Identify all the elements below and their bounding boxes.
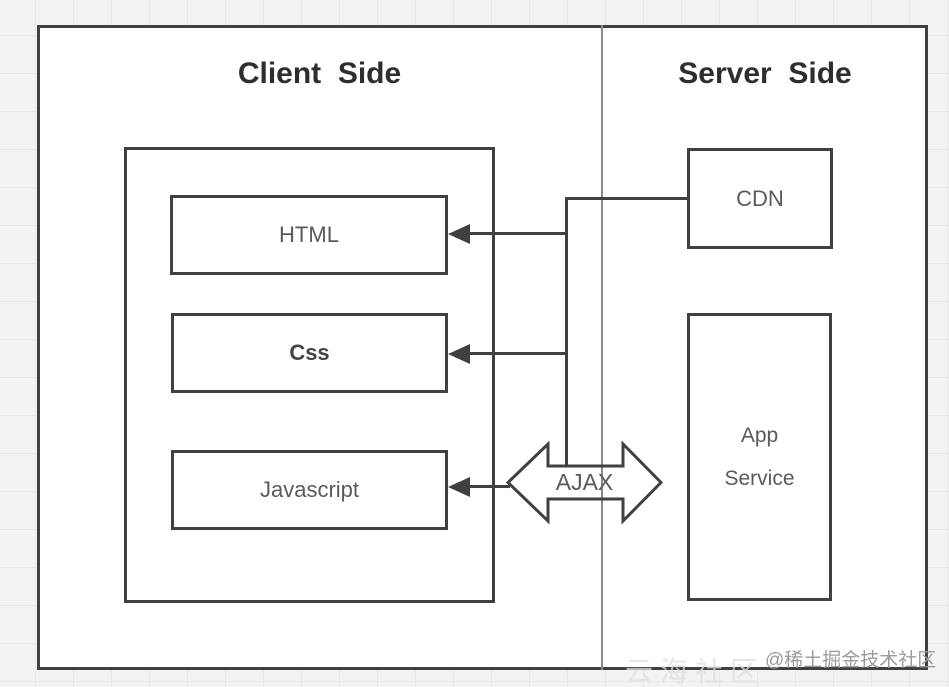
ajax-double-arrow-icon bbox=[505, 440, 664, 525]
ghost-watermark: 云海社区 bbox=[625, 656, 766, 687]
arrowhead-left-icon bbox=[448, 477, 470, 497]
juejin-watermark: @稀土掘金技术社区 bbox=[765, 650, 937, 671]
arrowhead-left-icon bbox=[448, 344, 470, 364]
arrowhead-left-icon bbox=[448, 224, 470, 244]
arrow-line-to-css bbox=[468, 352, 568, 355]
ajax-label: AJAX bbox=[504, 440, 665, 525]
html-box: HTML bbox=[170, 195, 448, 275]
css-box: Css bbox=[171, 313, 448, 393]
cdn-connector-horizontal-line bbox=[566, 197, 687, 200]
html-box-label: HTML bbox=[279, 222, 339, 247]
ajax-label-text: AJAX bbox=[555, 469, 614, 495]
app-service-label-line1: App bbox=[740, 424, 779, 447]
client-side-title: Client Side bbox=[237, 57, 402, 90]
arrow-line-to-html bbox=[468, 232, 568, 235]
cdn-box-label: CDN bbox=[736, 185, 784, 211]
cdn-connector-vertical-trunk-line bbox=[565, 197, 568, 466]
app-service-box: App Service bbox=[687, 313, 832, 601]
cdn-box: CDN bbox=[687, 148, 833, 249]
client-server-divider-line bbox=[601, 25, 603, 670]
javascript-box: Javascript bbox=[171, 450, 448, 530]
app-service-label-line2: Service bbox=[724, 467, 795, 490]
arrow-line-to-javascript bbox=[468, 485, 510, 488]
css-box-label: Css bbox=[289, 340, 330, 365]
javascript-box-label: Javascript bbox=[259, 477, 360, 502]
server-side-title: Server Side bbox=[678, 57, 852, 90]
